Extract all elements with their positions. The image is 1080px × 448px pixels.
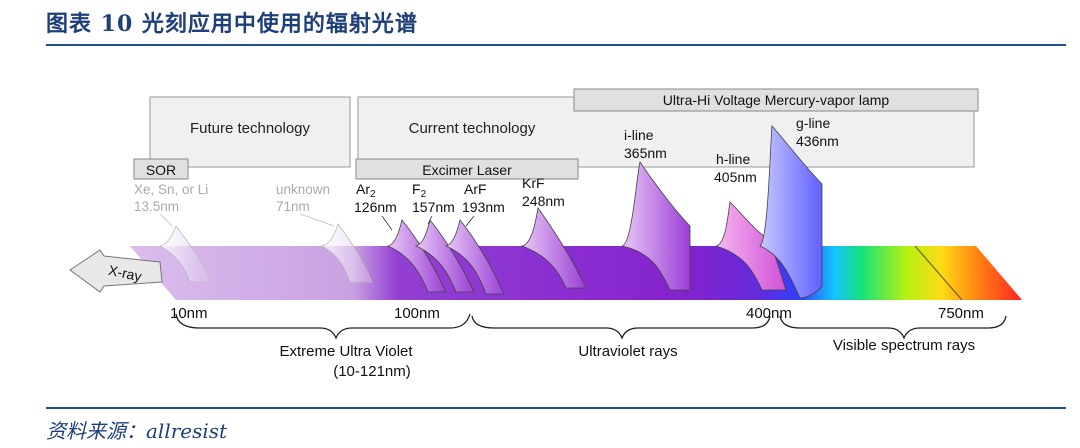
tick-labels: 10nm 100nm 400nm 750nm	[170, 305, 984, 322]
sor-label: SOR	[146, 162, 176, 178]
svg-text:126nm: 126nm	[354, 199, 397, 215]
mercury-lamp-box: Ultra-Hi Voltage Mercury-vapor lamp	[574, 89, 978, 111]
svg-text:F2: F2	[412, 181, 427, 200]
mercury-lamp-label: Ultra-Hi Voltage Mercury-vapor lamp	[663, 92, 890, 108]
source-note: 资料来源：allresist	[46, 415, 227, 444]
tick-10nm: 10nm	[170, 305, 208, 322]
source-arf-label: ArF 193nm	[462, 181, 505, 215]
svg-text:unknown: unknown	[276, 182, 330, 197]
svg-text:h-line: h-line	[716, 151, 750, 167]
svg-text:365nm: 365nm	[624, 145, 667, 161]
svg-text:157nm: 157nm	[412, 199, 455, 215]
svg-text:13.5nm: 13.5nm	[134, 199, 179, 214]
sor-box: SOR	[134, 159, 188, 179]
euv-range-label: Extreme Ultra Violet (10-121nm)	[279, 343, 413, 380]
svg-text:Extreme Ultra Violet: Extreme Ultra Violet	[279, 343, 413, 360]
source-f2-label: F2 157nm	[412, 181, 455, 215]
svg-text:405nm: 405nm	[714, 169, 757, 185]
source-unknown-label: unknown 71nm	[276, 182, 330, 214]
svg-text:ArF: ArF	[464, 181, 487, 197]
svg-text:g-line: g-line	[796, 115, 830, 131]
svg-text:KrF: KrF	[522, 175, 545, 191]
tick-100nm: 100nm	[394, 305, 440, 322]
source-ar2-label: Ar2 126nm	[354, 181, 397, 215]
svg-text:i-line: i-line	[624, 127, 654, 143]
leader-lines	[160, 214, 474, 230]
future-technology-box: Future technology	[150, 97, 350, 167]
svg-text:71nm: 71nm	[276, 199, 310, 214]
uv-brace	[472, 316, 770, 338]
svg-text:193nm: 193nm	[462, 199, 505, 215]
uv-range-label: Ultraviolet rays	[578, 343, 677, 360]
bottom-rule	[46, 407, 1066, 409]
excimer-laser-box: Excimer Laser	[356, 159, 578, 179]
svg-text:Ar2: Ar2	[356, 181, 376, 200]
svg-text:248nm: 248nm	[522, 193, 565, 209]
source-xe-label: Xe, Sn, or Li 13.5nm	[134, 182, 208, 214]
excimer-laser-label: Excimer Laser	[422, 162, 512, 178]
visible-range-label: Visible spectrum rays	[833, 337, 975, 354]
source-krf-label: KrF 248nm	[522, 175, 565, 209]
tick-750nm: 750nm	[938, 305, 984, 322]
svg-text:Xe, Sn, or Li: Xe, Sn, or Li	[134, 182, 208, 197]
svg-text:(10-121nm): (10-121nm)	[333, 363, 411, 380]
svg-text:436nm: 436nm	[796, 133, 839, 149]
current-technology-label: Current technology	[409, 120, 536, 137]
future-technology-label: Future technology	[190, 120, 311, 137]
